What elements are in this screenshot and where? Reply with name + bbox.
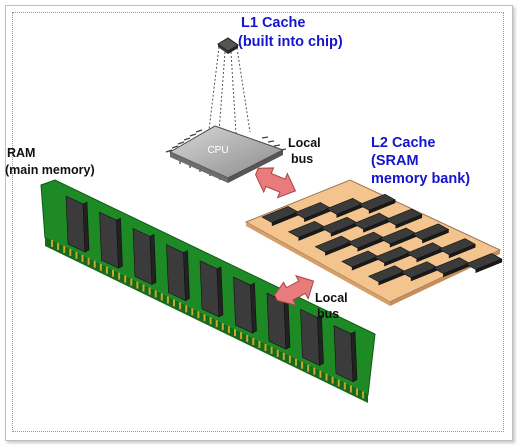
ram-chip [333,325,354,383]
ram-title: RAM [7,146,35,160]
ram-chip [65,195,86,253]
l2-cache-label: L2 Cache (SRAM memory bank) [371,135,470,187]
l1-cache-chip [217,37,239,54]
local-bus-top-line2: bus [291,152,313,166]
ram-label: RAM (main memory) [5,146,95,177]
ram-chip-side [116,217,123,269]
ram-chip [233,276,253,334]
local-bus-top-line1: Local [288,136,321,150]
ram-chip-side [149,233,157,285]
ram-chip [132,227,153,285]
sram-chip-side [368,199,396,214]
ram-chip [199,260,220,318]
local-bus-bottom-line1: Local [315,291,348,305]
sram-chip-side [395,214,423,229]
l2-cache-board [244,179,503,306]
ram-chips [65,195,358,383]
local-bus-bottom-label: Local bus [315,291,348,321]
ram-contacts [51,240,365,399]
local-bus-top-label: Local bus [288,136,321,166]
ram-chip-side [216,266,224,318]
figure-border [12,12,504,432]
l2-cache-subtitle-1: (SRAM [371,153,419,169]
l1-cache-label: L1 Cache (built into chip) [238,15,343,50]
ram-chip-side [250,282,257,334]
l1-cache-subtitle: (built into chip) [238,34,343,50]
sram-chip-side [422,229,449,244]
sram-chips [261,193,503,286]
ram-chip-side [82,201,90,253]
ram-subtitle: (main memory) [5,163,95,177]
ram-chip-side [350,331,358,383]
sram-chip-side [475,258,503,274]
local-bus-arrow-bottom [273,274,315,307]
ram-module [40,179,376,403]
cpu-chip: CPU [165,125,287,183]
local-bus-arrow-top [255,167,297,199]
cpu-label: CPU [207,145,228,156]
sram-chip-side [448,243,476,259]
ram-chip-side [183,250,190,302]
ram-chip [99,211,119,269]
l1-projection-lines [208,46,251,135]
l1-cache-title: L1 Cache [241,15,305,31]
ram-chip [166,244,186,302]
local-bus-bottom-line2: bus [317,307,339,321]
ram-chip-side [317,314,324,366]
l2-cache-subtitle-2: memory bank) [371,171,470,187]
l2-cache-title: L2 Cache [371,135,435,151]
